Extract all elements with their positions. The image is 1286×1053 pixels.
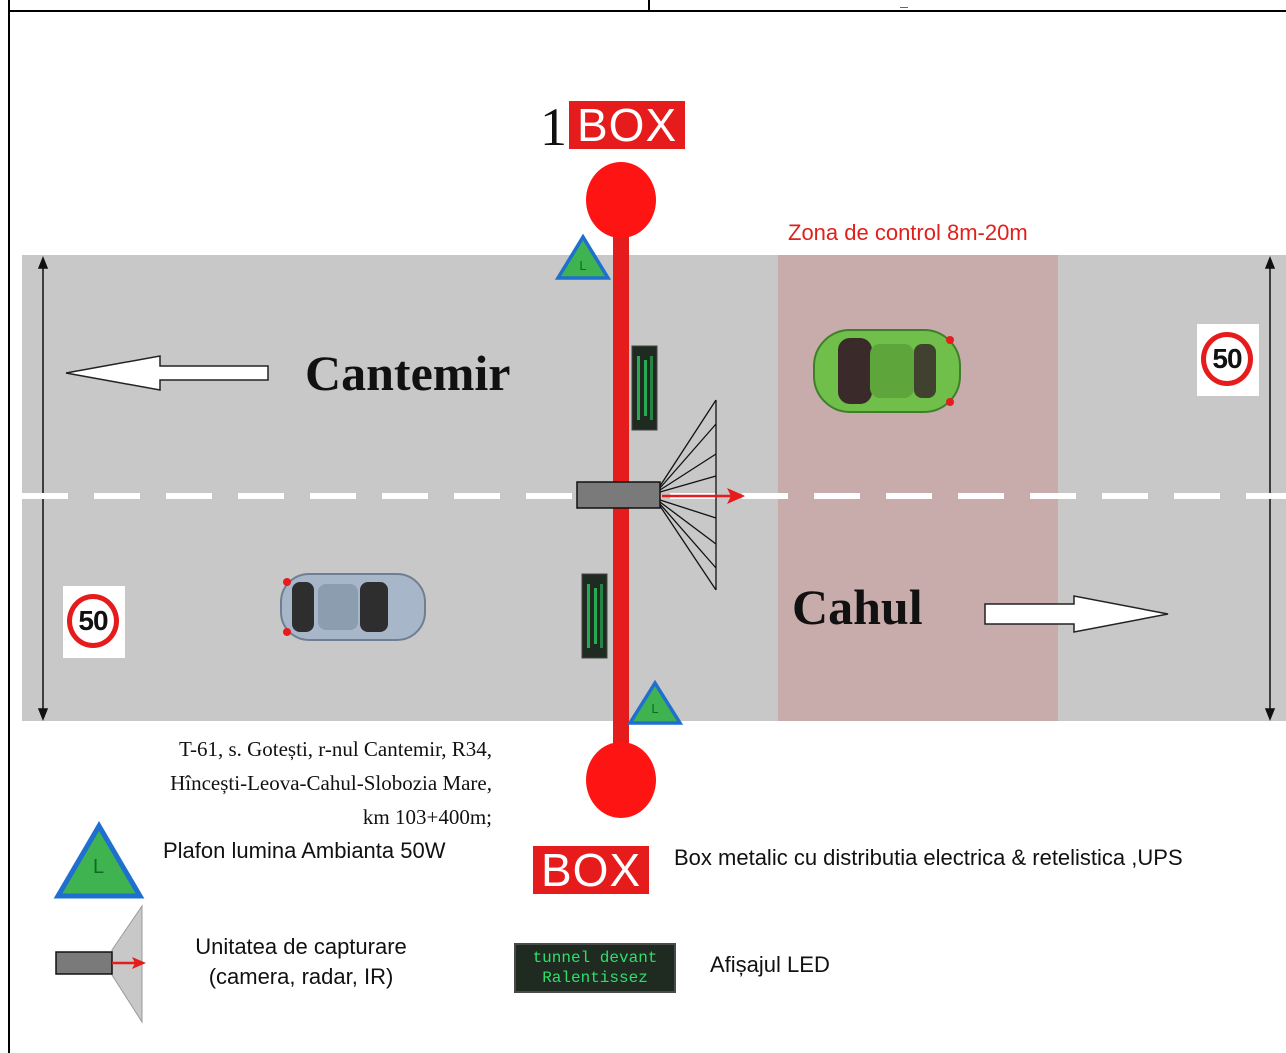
road-width-dimension-left [37,255,49,722]
capture-unit-icon [576,481,661,509]
address-line: T-61, s. Gotești, r-nul Cantemir, R34, [179,737,492,761]
pole-base-bottom [586,742,656,818]
speed-limit-sign-right: 50 [1197,324,1259,396]
legend-capture-line: Unitatea de capturare [195,934,407,959]
car-silver-icon [280,573,426,641]
table-cell-mark [900,0,908,8]
legend-capture-line: (camera, radar, IR) [208,964,394,989]
speed-limit-value: 50 [67,594,119,648]
legend-lamp-letter: L [93,856,105,878]
frame-left-border [8,0,10,1053]
city-label-cantemir: Cantemir [305,345,511,401]
legend-led-panel: tunnel devant Ralentissez [514,943,676,993]
arrow-left-icon [65,355,269,391]
address-line: Hîncești-Leova-Cahul-Slobozia Mare, [170,771,492,795]
led-panel-top-icon [631,345,658,431]
capture-beam-head [727,488,745,504]
car-green-icon [813,329,961,413]
arrow-right-icon [984,595,1169,633]
pole-base-top [586,162,656,238]
lamp-icon-top: L [554,233,612,280]
table-border-strip [8,0,1286,12]
table-cell-divider [648,0,650,10]
control-zone-label: Zona de control 8m-20m [788,220,1028,245]
legend-lamp-icon [53,821,145,899]
svg-text:L: L [651,701,658,716]
city-label-cahul: Cahul [792,579,923,635]
legend-capture-text: Unitatea de capturare (camera, radar, IR… [176,932,426,992]
legend-box-text: Box metalic cu distributia electrica & r… [674,845,1183,870]
pole-number: 1 [540,97,567,157]
speed-limit-sign-left: 50 [63,586,125,658]
address-line: km 103+400m; [362,805,492,829]
road-width-dimension-right [1264,255,1276,722]
led-panel-bottom-icon [581,573,608,659]
location-address: T-61, s. Gotești, r-nul Cantemir, R34, H… [30,732,492,834]
legend-box-icon: BOX [533,846,650,894]
legend-lamp-text: Plafon lumina Ambianta 50W [163,838,446,863]
speed-limit-value: 50 [1201,332,1253,386]
svg-text:L: L [579,258,586,273]
legend-capture-icon [55,904,146,1024]
lamp-icon-bottom: L [626,679,684,725]
led-line: Ralentissez [542,969,648,987]
led-line: tunnel devant [532,949,658,967]
legend-led-text: Afișajul LED [710,952,830,977]
pole-box-label: BOX [569,101,686,149]
